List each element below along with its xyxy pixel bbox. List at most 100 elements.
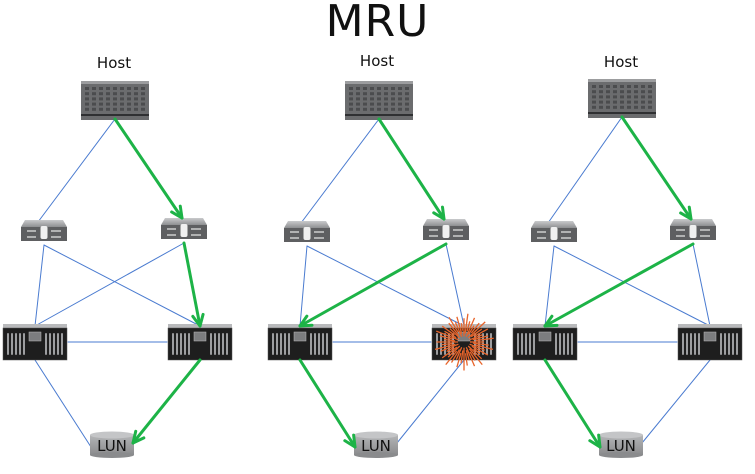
array-panel: [293, 331, 307, 342]
host-vent: [363, 107, 367, 111]
burst-ray: [475, 344, 494, 351]
burst-ray: [465, 317, 476, 337]
host-vent: [613, 100, 617, 104]
burst-ray: [471, 345, 489, 356]
host-vent: [106, 87, 110, 90]
arrowhead-icon: [588, 433, 602, 449]
host-vent: [134, 92, 138, 96]
burst-ray: [449, 328, 461, 339]
host-vent: [648, 100, 652, 104]
host-vent: [85, 97, 89, 101]
arrowhead-icon: [298, 314, 314, 328]
host-vent: [648, 95, 652, 99]
host-vent: [85, 102, 89, 106]
host-top-edge: [588, 79, 656, 82]
host-vent: [620, 95, 624, 99]
lun-body: [90, 435, 134, 455]
burst-ray: [456, 316, 463, 334]
fc-switch-icon: [284, 221, 330, 242]
host-vent: [627, 105, 631, 109]
burst-ray: [466, 321, 471, 332]
lun-top: [599, 431, 643, 439]
burst-ray: [444, 330, 457, 339]
host-vent: [99, 107, 103, 111]
host-vent: [113, 92, 117, 96]
host-vent: [141, 87, 145, 90]
switch-top: [531, 221, 577, 228]
host-vent: [398, 87, 402, 90]
arrowhead-icon: [679, 205, 693, 221]
array-slot: [694, 333, 696, 355]
active-path-arrow: [113, 117, 184, 220]
burst-ray: [473, 348, 481, 355]
host-vent: [99, 97, 103, 101]
host-vent: [99, 92, 103, 96]
active-path-arrow: [182, 241, 205, 328]
host-vent: [634, 85, 638, 88]
host-vent: [634, 90, 638, 94]
active-path-arrow: [298, 358, 357, 449]
host-vent: [120, 97, 124, 101]
failure-burst-icon: [434, 313, 494, 371]
host-vent: [384, 102, 388, 106]
fc-switch-icon: [423, 219, 469, 240]
array-slot: [517, 333, 519, 355]
switch-top: [423, 219, 469, 226]
array-slot: [567, 333, 569, 355]
array-slot: [276, 333, 278, 355]
host-vent: [648, 85, 652, 88]
panel-1-links: [34, 118, 201, 448]
host-vent: [120, 102, 124, 106]
array-slot: [736, 333, 738, 355]
burst-ray: [460, 323, 464, 331]
active-path-arrow: [131, 358, 202, 445]
switch-drum: [689, 225, 697, 238]
panel-1-active-path: [113, 117, 205, 445]
host-vent: [627, 100, 631, 104]
host-vent: [99, 87, 103, 90]
host-vent: [391, 87, 395, 90]
active-path-segment: [543, 358, 602, 449]
fc-switch-icon: [531, 221, 577, 242]
link-host-switch-left: [547, 116, 623, 224]
host-vent: [377, 102, 381, 106]
host-top-edge: [81, 81, 149, 84]
host-vent: [613, 105, 617, 109]
panel-2-active-path: [298, 117, 448, 449]
host-vent: [127, 102, 131, 106]
array-slot: [19, 333, 21, 355]
host-vent: [398, 92, 402, 96]
burst-ray: [436, 330, 459, 341]
array-slot: [326, 333, 328, 355]
burst-ray: [469, 351, 476, 361]
arrowhead-icon: [543, 314, 559, 328]
host-vent: [592, 100, 596, 104]
active-path-arrow: [620, 115, 693, 221]
host-vent: [599, 95, 603, 99]
host-vent: [370, 107, 374, 111]
host-vent: [141, 92, 145, 96]
burst-ray: [440, 343, 459, 352]
host-vent: [349, 107, 353, 111]
host-vent: [377, 92, 381, 96]
array-slot: [7, 333, 9, 355]
host-vent: [377, 87, 381, 90]
array-slot: [724, 333, 726, 355]
host-vent: [599, 100, 603, 104]
active-path-segment: [377, 117, 446, 221]
host-vent: [92, 107, 96, 111]
link-array-left-lun: [34, 359, 92, 448]
array-slot: [322, 333, 324, 355]
host-vent: [85, 92, 89, 96]
array-slot: [686, 333, 688, 355]
lun-disk-icon: LUN: [599, 431, 643, 458]
host-vent: [405, 92, 409, 96]
burst-ray: [441, 346, 458, 359]
array-slot: [529, 333, 531, 355]
storage-array-icon: [512, 324, 578, 361]
link-switch-left-array-left: [544, 245, 555, 327]
host-vent: [613, 85, 617, 88]
host-vent: [113, 102, 117, 106]
switch-drum: [180, 224, 188, 237]
